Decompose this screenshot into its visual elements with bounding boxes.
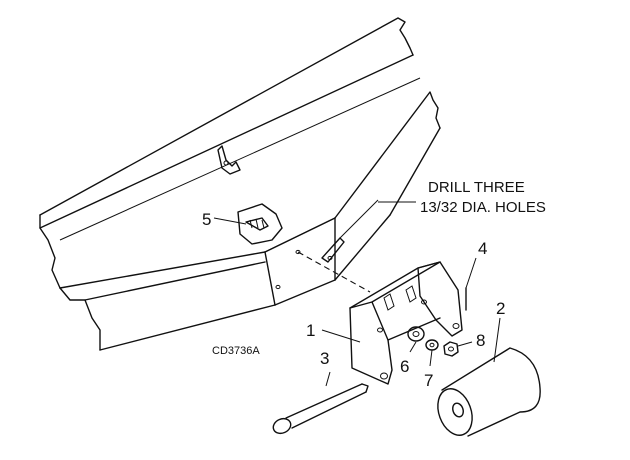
callout-1: 1	[306, 321, 315, 340]
wire-clip	[217, 145, 241, 175]
lock-washer	[425, 339, 439, 351]
roller	[437, 347, 541, 437]
callout-7: 7	[424, 371, 433, 390]
callout-8: 8	[476, 331, 485, 350]
callout-2: 2	[496, 299, 505, 318]
figure-code: CD3736A	[212, 345, 260, 357]
alignment-line	[297, 251, 371, 293]
drill-bit	[321, 199, 379, 263]
bracket	[349, 261, 463, 385]
leader-lines	[213, 201, 501, 387]
access-cutout	[237, 203, 283, 245]
drill-note-line1: DRILL THREE	[428, 179, 525, 196]
callout-4: 4	[478, 239, 487, 258]
washer	[407, 326, 425, 342]
pin	[272, 383, 369, 435]
nut	[443, 341, 459, 357]
frame-beam	[39, 17, 441, 351]
callout-3: 3	[320, 349, 329, 368]
drill-note-line2: 13/32 DIA. HOLES	[420, 199, 546, 216]
callout-5: 5	[202, 210, 211, 229]
callout-6: 6	[400, 357, 409, 376]
